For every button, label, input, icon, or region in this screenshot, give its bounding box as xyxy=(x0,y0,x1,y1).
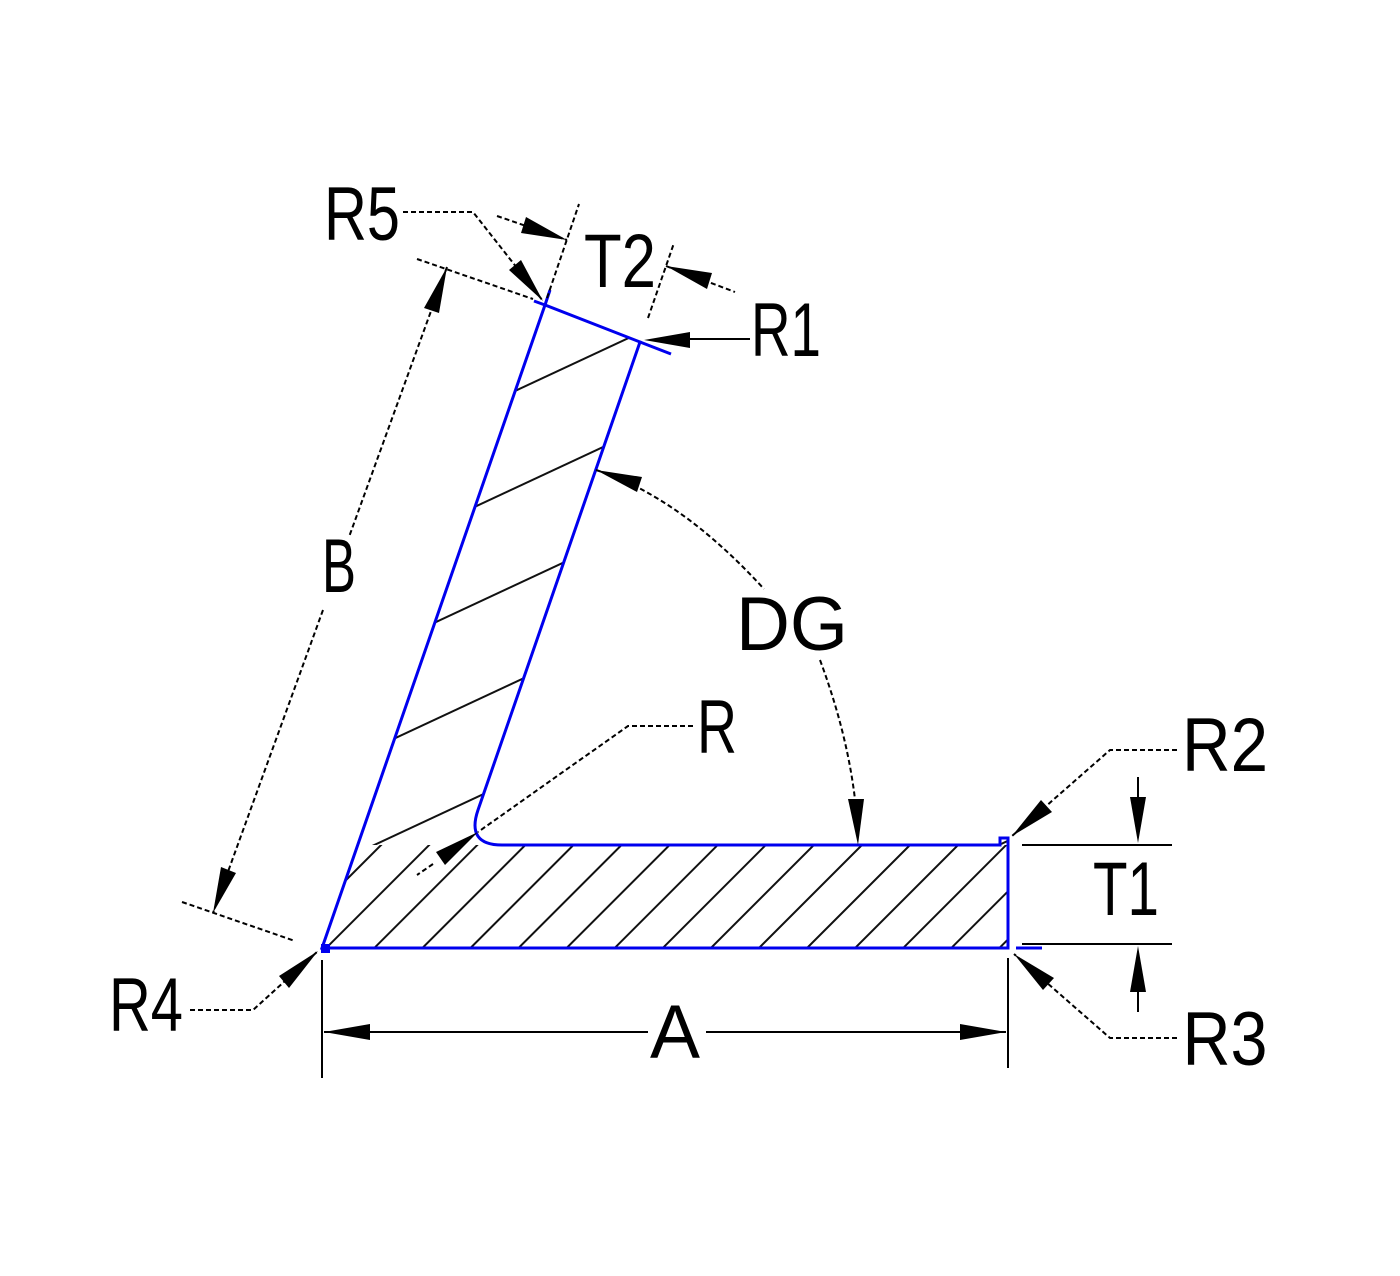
dim-t2-arrow-left xyxy=(521,217,567,240)
dim-t1-arrow-bottom xyxy=(1130,946,1146,992)
leader-r5-arrow xyxy=(509,260,543,301)
label-r2: R2 xyxy=(1182,703,1268,788)
dim-dg-arrow-lower xyxy=(848,799,864,845)
leader-r5: R5 xyxy=(324,172,544,302)
dim-dg: DG xyxy=(595,469,864,845)
dim-t2-arrow-right xyxy=(666,266,712,289)
vertex-point-marker xyxy=(321,944,330,953)
leader-r-arrow xyxy=(436,832,478,865)
dim-t2: T2 xyxy=(496,203,736,319)
leader-r1-arrow xyxy=(644,332,690,348)
label-t1: T1 xyxy=(1093,847,1159,932)
profile-outline xyxy=(319,303,1010,950)
dim-b-arrow-top xyxy=(424,267,447,313)
leader-r1: R1 xyxy=(644,288,821,373)
leader-r-tail-dash xyxy=(416,863,434,876)
leader-r2-arrow xyxy=(1012,800,1052,836)
leader-r4-arrow xyxy=(279,951,318,988)
dim-b-ext-top xyxy=(416,258,534,300)
dim-b-arrow-bottom xyxy=(213,867,236,913)
profile-hatch-horizontal-leg xyxy=(322,845,1008,948)
label-r5: R5 xyxy=(324,172,400,257)
overshoot-top-edge xyxy=(639,340,672,356)
label-r1: R1 xyxy=(751,288,821,373)
dim-t2-ext-right xyxy=(647,242,675,319)
leader-r-line xyxy=(477,725,693,833)
label-r4: R4 xyxy=(109,963,183,1048)
dim-dg-arc-upper xyxy=(595,469,765,590)
overshoot-top-left xyxy=(533,299,546,307)
leader-r2: R2 xyxy=(1011,703,1268,837)
profile xyxy=(319,289,1042,953)
dim-t1: T1 xyxy=(1022,777,1172,1012)
dim-b-ext-bottom xyxy=(181,901,296,942)
dim-a-arrow-right xyxy=(960,1024,1006,1040)
profile-hatch-slant-leg xyxy=(357,305,1008,845)
label-t2: T2 xyxy=(584,219,656,304)
label-r3: R3 xyxy=(1183,997,1268,1082)
label-a: A xyxy=(650,990,700,1075)
leader-r: R xyxy=(416,685,737,876)
dim-t2-ext-left xyxy=(546,203,580,299)
dim-b: B xyxy=(181,258,534,942)
leader-r4: R4 xyxy=(109,950,319,1048)
label-r: R xyxy=(697,685,737,770)
label-b: B xyxy=(322,524,356,609)
dim-a: A xyxy=(321,958,1009,1078)
dim-b-line-lower xyxy=(212,609,324,914)
leader-r3: R3 xyxy=(1013,953,1268,1082)
dim-a-arrow-left xyxy=(324,1024,370,1040)
leader-r3-arrow xyxy=(1014,954,1054,990)
dim-t1-arrow-top xyxy=(1130,797,1146,843)
label-dg: DG xyxy=(736,582,848,667)
dim-dg-arrow-upper xyxy=(596,470,642,492)
